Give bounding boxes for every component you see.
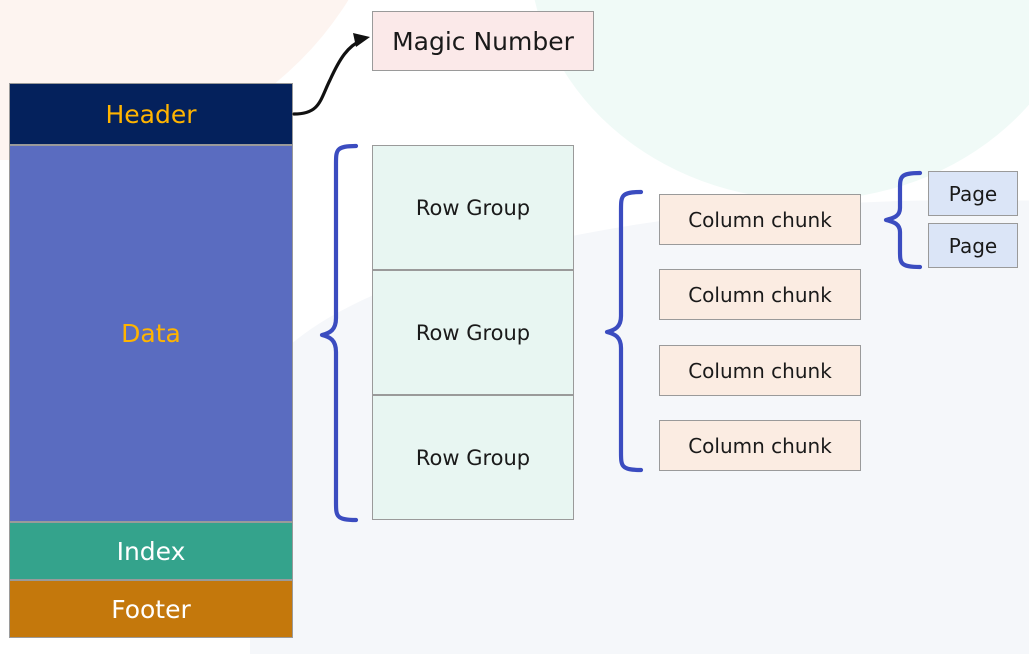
column-chunk-box[interactable]: Column chunk [659,345,861,396]
magic-number-box[interactable]: Magic Number [372,11,594,71]
stack-segment-footer-label: Footer [111,594,191,624]
stack-segment-header[interactable]: Header [9,83,293,145]
column-chunk-label: Column chunk [688,358,832,383]
column-chunk-to-pages-brace [883,170,923,270]
row-group-box[interactable]: Row Group [372,270,574,395]
file-layout-stack: Header Data Index Footer [9,83,293,638]
stack-segment-header-label: Header [105,99,197,129]
row-group-box[interactable]: Row Group [372,395,574,520]
column-chunk-label: Column chunk [688,433,832,458]
header-to-magic-number-arrow-line [292,38,364,116]
row-group-label: Row Group [415,445,531,470]
background-blob-mint [529,0,1029,200]
row-group-to-column-chunks-brace [604,189,644,473]
column-chunk-box[interactable]: Column chunk [659,420,861,471]
magic-number-label: Magic Number [392,26,574,56]
stack-segment-index-label: Index [116,536,186,566]
background-blob-gray [250,200,1029,654]
page-label: Page [948,181,998,206]
column-chunk-box[interactable]: Column chunk [659,194,861,245]
stack-segment-footer[interactable]: Footer [9,580,293,638]
page-box[interactable]: Page [928,171,1018,216]
column-chunk-label: Column chunk [688,207,832,232]
stack-segment-data[interactable]: Data [9,145,293,522]
row-group-label: Row Group [415,195,531,220]
column-chunk-box[interactable]: Column chunk [659,269,861,320]
row-group-label: Row Group [415,320,531,345]
data-to-row-groups-brace [319,143,359,523]
page-box[interactable]: Page [928,223,1018,268]
stack-segment-data-label: Data [121,319,181,348]
stack-segment-index[interactable]: Index [9,522,293,580]
column-chunk-label: Column chunk [688,282,832,307]
row-group-box[interactable]: Row Group [372,145,574,270]
page-label: Page [948,233,998,258]
header-to-magic-number-arrow-head [353,33,370,47]
